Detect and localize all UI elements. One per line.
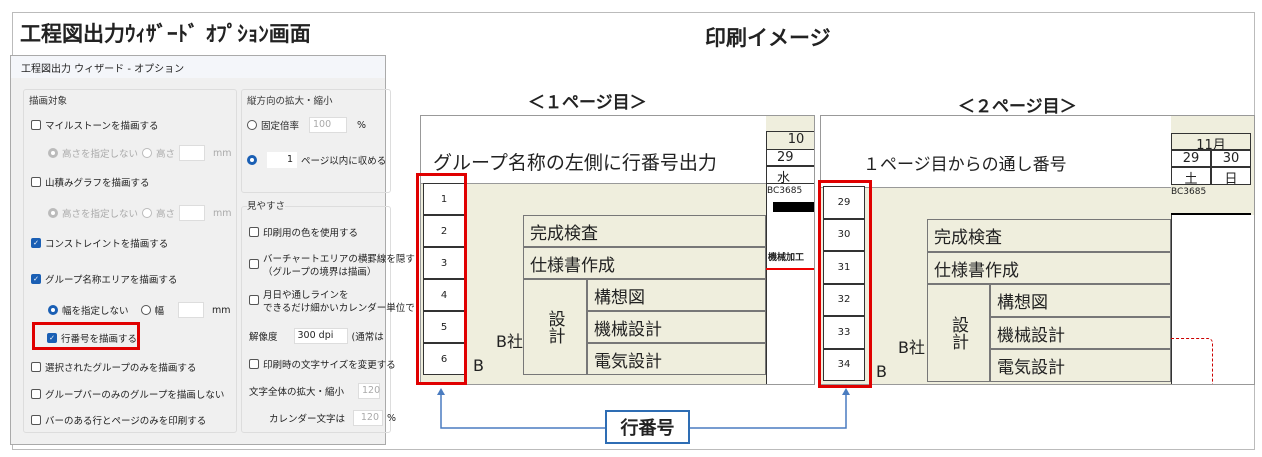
dialog-title: 工程図出力 ウィザード - オプション	[11, 56, 385, 78]
calendar-month: 10	[766, 131, 814, 149]
selected-only-checkbox[interactable]: 選択されたグループのみを描画する	[31, 360, 196, 374]
options-dialog: 工程図出力 ウィザード - オプション 描画対象 マイルストーンを描画する 高さ…	[10, 55, 415, 445]
group-kousou: 構想図	[587, 279, 766, 311]
vertical-scale-label: 縦方向の拡大・縮小	[247, 96, 333, 107]
row-number-cell: 3	[423, 247, 465, 279]
height-unspecified-radio[interactable]	[48, 208, 58, 218]
text-scale-input[interactable]: 120	[358, 383, 380, 399]
calendar-weekday: 土	[1171, 167, 1211, 187]
width-radio[interactable]	[140, 305, 151, 315]
page2-row-number-highlight	[818, 180, 872, 388]
height-radio[interactable]	[142, 148, 153, 158]
row-number-cell: 29	[823, 186, 865, 219]
company-label: B社	[496, 332, 523, 351]
calendar-day: 29	[766, 149, 814, 166]
date-lines-checkbox[interactable]: 月日や通しラインをできるだけ細かいカレンダー単位で	[249, 289, 415, 315]
group-shiyou: 仕様書作成	[523, 247, 766, 279]
yamazumi-checkbox[interactable]: 山積みグラフを描画する	[31, 175, 150, 189]
print-image-title: 印刷イメージ	[705, 26, 831, 50]
row-number-callout: 行番号	[605, 410, 690, 444]
calendar-month: 11月	[1171, 133, 1251, 153]
fixed-scale-select[interactable]: 100	[309, 117, 348, 133]
row-number-cell: 30	[823, 218, 865, 251]
height-input[interactable]	[179, 145, 206, 161]
group-kousou: 構想図	[990, 284, 1171, 317]
calendar-weekday: 日	[1211, 167, 1251, 187]
group-denki: 電気設計	[990, 349, 1171, 382]
calendar-text-input[interactable]: 120	[353, 410, 384, 426]
group-shiyou: 仕様書作成	[927, 252, 1171, 284]
row-number-cell: 32	[823, 283, 865, 316]
constraint-checkbox[interactable]: ✓コンストレイントを描画する	[31, 236, 168, 250]
page1-row-number-highlight	[416, 173, 467, 385]
schedule-bar	[773, 202, 814, 212]
page1-label: ＜１ページ目＞	[528, 93, 647, 113]
height-input[interactable]	[179, 205, 206, 221]
group-denki: 電気設計	[587, 343, 766, 375]
row-number-cell: 33	[823, 316, 865, 349]
group-sekkei: 設計	[927, 284, 990, 382]
hide-lines-checkbox[interactable]: バーチャートエリアの横罫線を隠す（グループの境界は描画）	[249, 253, 415, 279]
print-color-checkbox[interactable]: 印刷用の色を使用する	[249, 225, 358, 239]
calendar-day: 29	[1171, 150, 1211, 167]
row-number-cell: 34	[823, 348, 865, 381]
visibility-group	[241, 206, 391, 433]
group-kikai: 機械設計	[990, 317, 1171, 349]
row-number-highlight	[32, 322, 140, 350]
page2-label: ＜２ページ目＞	[958, 97, 1077, 117]
font-size-change-checkbox[interactable]: 印刷時の文字サイズを変更する	[249, 357, 396, 371]
calendar-day: 30	[1211, 150, 1251, 167]
draw-target-label: 描画対象	[29, 96, 68, 107]
page2-caption: １ページ目からの通し番号	[863, 155, 1067, 175]
calendar-code: BC3685	[767, 186, 803, 196]
group-kikai: 機械設計	[587, 311, 766, 343]
group-area-checkbox[interactable]: ✓グループ名称エリアを描画する	[31, 272, 177, 286]
no-groupbar-checkbox[interactable]: グループバーのみのグループを描画しない	[31, 387, 224, 401]
group-kansei: 完成検査	[523, 215, 766, 247]
row-number-checkbox[interactable]: ✓行番号を描画する	[47, 331, 137, 345]
height-unspecified-radio[interactable]	[48, 148, 58, 158]
row-number-cell: 4	[423, 279, 465, 311]
width-unspecified-radio[interactable]	[48, 305, 58, 315]
calendar-code: BC3685	[1171, 187, 1207, 197]
milestone-checkbox[interactable]: マイルストーンを描画する	[31, 118, 159, 132]
dialog-section-title: 工程図出力ｳｨｻﾞｰﾄﾞ ｵﾌﾟｼｮﾝ画面	[20, 22, 311, 46]
page1-caption: グループ名称の左側に行番号出力	[433, 152, 717, 174]
company-label: B社	[898, 338, 925, 357]
visibility-label: 見やすさ	[247, 198, 286, 212]
row-number-cell: 2	[423, 215, 465, 247]
height-radio[interactable]	[142, 208, 153, 218]
draw-target-group	[23, 89, 237, 433]
row-number-cell: 31	[823, 251, 865, 284]
vertical-scale-group	[241, 89, 391, 193]
calendar-weekday: 水	[766, 166, 814, 186]
group-kansei: 完成検査	[927, 219, 1171, 252]
group-b-label: B	[473, 356, 484, 375]
width-input[interactable]	[178, 302, 205, 318]
resolution-select[interactable]: 300 dpi	[293, 328, 348, 344]
pages-input[interactable]: 1	[267, 152, 297, 168]
bar-rows-only-checkbox[interactable]: バーのある行とページのみを印刷する	[31, 413, 206, 427]
group-sekkei: 設計	[523, 279, 587, 375]
group-b-label: B	[876, 362, 887, 381]
task-label: 機械加工	[768, 253, 805, 263]
